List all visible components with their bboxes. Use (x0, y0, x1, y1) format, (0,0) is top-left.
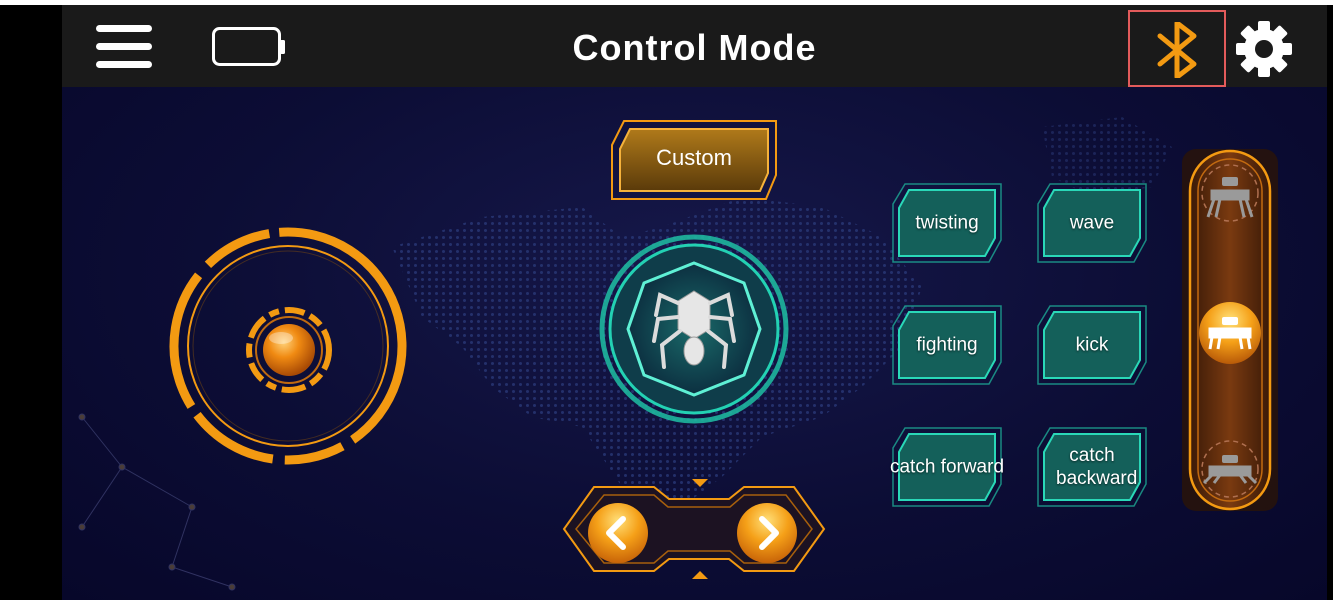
action-label: wave (1069, 212, 1115, 234)
turn-control (554, 473, 834, 585)
hamburger-menu-icon[interactable] (96, 24, 152, 70)
action-label: kick (1075, 334, 1109, 356)
turn-left-button[interactable] (587, 502, 649, 564)
tall-robot-icon (1201, 164, 1259, 222)
app-window: Control Mode (0, 5, 1333, 600)
battery-icon (212, 27, 286, 67)
low-robot-icon (1201, 440, 1259, 498)
gear-icon (1236, 21, 1292, 77)
settings-button[interactable] (1234, 19, 1294, 79)
action-label: catch forward (889, 456, 1005, 478)
action-catch-forward-button[interactable]: catch forward (889, 424, 1005, 510)
action-catch-backward-button[interactable]: catch backward (1034, 424, 1150, 510)
height-slider[interactable] (1180, 147, 1280, 513)
control-screen: Control Mode (62, 5, 1327, 600)
chevron-left-icon (606, 516, 626, 550)
custom-mode-button[interactable]: Custom (604, 115, 784, 205)
turn-right-button[interactable] (736, 502, 798, 564)
action-fighting-button[interactable]: fighting (889, 302, 1005, 388)
page-title: Control Mode (572, 27, 817, 68)
action-label: twisting (915, 212, 979, 234)
slider-thumb (1199, 302, 1261, 364)
spider-robot-emblem (598, 233, 790, 425)
action-twisting-button[interactable]: twisting (889, 180, 1005, 266)
action-label: catch backward (1056, 445, 1138, 489)
custom-mode-label: Custom (656, 145, 732, 170)
joystick-knob[interactable] (246, 307, 332, 393)
chevron-right-icon (759, 516, 779, 550)
top-bar: Control Mode (62, 5, 1327, 87)
action-label: fighting (916, 334, 978, 356)
bluetooth-button[interactable] (1128, 10, 1226, 87)
action-wave-button[interactable]: wave (1034, 180, 1150, 266)
bluetooth-icon (1157, 22, 1197, 78)
action-kick-button[interactable]: kick (1034, 302, 1150, 388)
joystick[interactable] (164, 217, 412, 475)
